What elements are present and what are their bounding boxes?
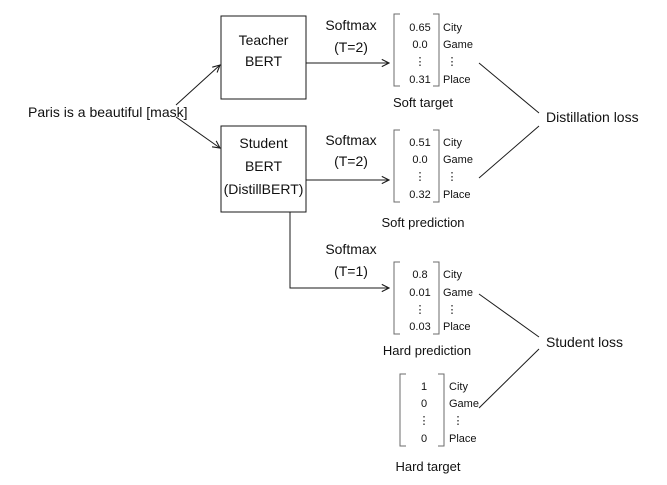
vector-value: 0.01 [409, 287, 430, 299]
vector-value: 0 [421, 433, 427, 445]
student-label-line3: (DistillBERT) [224, 181, 304, 197]
vector-value: 0.31 [409, 74, 430, 86]
category-label: City [443, 137, 462, 149]
bracket-right [438, 373, 445, 447]
caption-soft-prediction: Soft prediction [381, 215, 464, 230]
bracket-left [399, 373, 406, 447]
bracket-right [433, 13, 440, 87]
arrow-student-to-hard-prediction [289, 212, 389, 288]
bracket-right [433, 261, 440, 335]
connector-hard-target-to-student-loss [478, 348, 540, 409]
input-sentence: Paris is a beautiful [mask] [28, 104, 188, 120]
connector-soft-prediction-to-distillation-loss [478, 125, 540, 179]
vector-soft-prediction: 0.51 0.0 ⋮ 0.32 City Game ⋮ Place Soft p… [381, 129, 473, 230]
connector-soft-target-to-distillation-loss [478, 62, 540, 114]
category-label: Game [449, 398, 479, 410]
teacher-label-line1: Teacher [239, 32, 289, 48]
vector-value: 0.8 [412, 269, 427, 281]
student-loss-label: Student loss [546, 334, 623, 350]
bracket-left [393, 13, 400, 87]
arrow-input-to-teacher [175, 65, 220, 106]
caption-hard-prediction: Hard prediction [383, 343, 471, 358]
vector-hard-target: 1 0 ⋮ 0 City Game ⋮ Place Hard target [395, 373, 479, 474]
vector-value: 0.0 [412, 39, 427, 51]
bracket-left [393, 261, 400, 335]
category-ellipsis: ⋮ [447, 171, 458, 183]
vector-value: 0.0 [412, 154, 427, 166]
category-label: Place [443, 321, 471, 333]
category-label: City [443, 22, 462, 34]
connector-hard-prediction-to-student-loss [478, 293, 540, 338]
category-ellipsis: ⋮ [447, 304, 458, 316]
category-label: Game [443, 154, 473, 166]
student-label-line2: BERT [245, 158, 283, 174]
softmax-t2-top-line2: (T=2) [334, 39, 368, 55]
category-label: Place [443, 189, 471, 201]
category-label: City [443, 269, 462, 281]
vector-value: 0.32 [409, 189, 430, 201]
softmax-t2-mid-line1: Softmax [325, 132, 376, 148]
bracket-right [433, 129, 440, 203]
vector-value: 0 [421, 398, 427, 410]
vector-value: 1 [421, 381, 427, 393]
teacher-label-line2: BERT [245, 53, 283, 69]
softmax-t1-line1: Softmax [325, 241, 376, 257]
distillation-loss-label: Distillation loss [546, 109, 639, 125]
arrow-input-to-student [175, 116, 220, 148]
vector-ellipsis: ⋮ [415, 56, 426, 68]
vector-value: 0.51 [409, 137, 430, 149]
vector-value: 0.03 [409, 321, 430, 333]
category-ellipsis: ⋮ [447, 56, 458, 68]
caption-soft-target: Soft target [393, 95, 453, 110]
vector-hard-prediction: 0.8 0.01 ⋮ 0.03 City Game ⋮ Place Hard p… [383, 261, 473, 358]
bracket-left [393, 129, 400, 203]
vector-ellipsis: ⋮ [415, 171, 426, 183]
vector-ellipsis: ⋮ [419, 415, 430, 427]
student-bert-box [220, 125, 307, 213]
softmax-t2-mid-line2: (T=2) [334, 153, 368, 169]
category-label: Place [443, 74, 471, 86]
teacher-bert-box [220, 15, 307, 100]
softmax-t1-line2: (T=1) [334, 263, 368, 279]
category-ellipsis: ⋮ [453, 415, 464, 427]
vector-ellipsis: ⋮ [415, 304, 426, 316]
caption-hard-target: Hard target [395, 459, 460, 474]
vector-value: 0.65 [409, 22, 430, 34]
category-label: Game [443, 287, 473, 299]
category-label: Place [449, 433, 477, 445]
student-label-line1: Student [239, 135, 287, 151]
softmax-t2-top-line1: Softmax [325, 17, 376, 33]
vector-soft-target: 0.65 0.0 ⋮ 0.31 City Game ⋮ Place Soft t… [393, 13, 473, 110]
category-label: Game [443, 39, 473, 51]
category-label: City [449, 381, 468, 393]
